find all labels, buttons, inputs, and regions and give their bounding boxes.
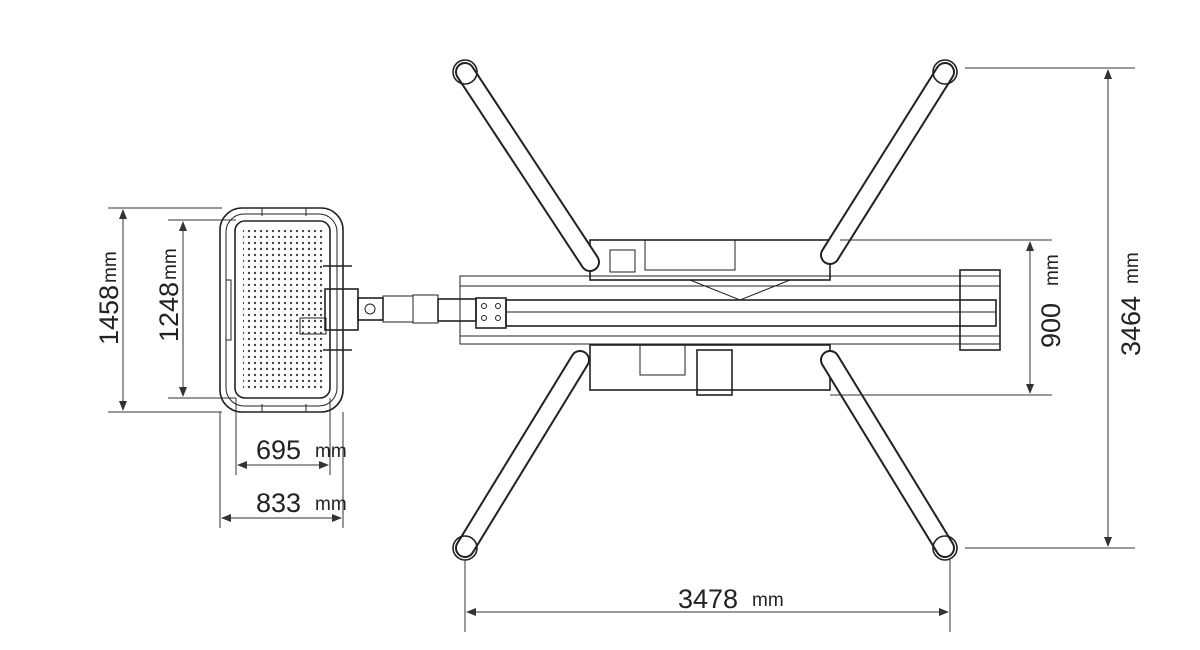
- dimension-value: 1248: [154, 282, 184, 342]
- dimension-unit: mm: [1042, 254, 1063, 286]
- dimension-value: 833: [256, 488, 301, 518]
- dimension-value: 3464: [1116, 296, 1146, 356]
- dimension-unit: mm: [752, 590, 784, 611]
- dimension-value: 3478: [678, 584, 738, 614]
- dimension-unit: mm: [100, 251, 121, 283]
- dimension-outrigger-span-height: 3464 mm: [965, 67, 1146, 549]
- dimension-platform-inner-length: 1248 mm: [154, 219, 236, 399]
- platform-basket: [219, 207, 359, 413]
- dimension-platform-inner-width: 695 mm: [235, 398, 347, 475]
- dimension-unit: mm: [315, 494, 347, 515]
- dimension-value: 695: [256, 435, 301, 465]
- chassis: [589, 239, 831, 396]
- dimension-outrigger-span-width: 3478 mm: [464, 560, 951, 632]
- outrigger-front-left: [452, 59, 600, 272]
- dimension-unit: mm: [1122, 252, 1143, 284]
- dimension-platform-width: 833 mm: [219, 412, 347, 528]
- dimension-chassis-width: 900 mm: [830, 239, 1066, 396]
- outrigger-rear-right: [820, 350, 958, 561]
- outrigger-front-right: [820, 59, 958, 265]
- dimension-platform-length: 1458 mm: [94, 207, 222, 413]
- dimension-value: 1458: [94, 285, 124, 345]
- dimension-unit: mm: [315, 441, 347, 462]
- dimension-unit: mm: [160, 248, 181, 280]
- outrigger-rear-left: [452, 350, 590, 561]
- boom-assembly: [357, 269, 1001, 351]
- dimension-value: 900: [1036, 303, 1066, 348]
